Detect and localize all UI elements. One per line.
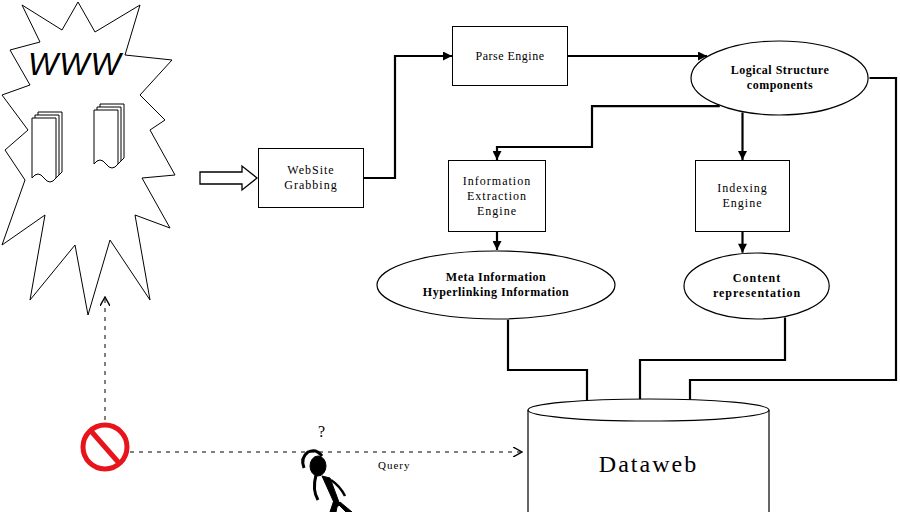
data-ellipse: Content representation bbox=[683, 252, 830, 320]
flow-arrow bbox=[741, 113, 743, 161]
www-cloud: WWW bbox=[0, 0, 178, 318]
node-label: WWW bbox=[28, 44, 122, 84]
query-line bbox=[130, 452, 522, 453]
data-ellipse: Meta Information Hyperlinking Informatio… bbox=[376, 250, 616, 320]
query-label: Query bbox=[378, 459, 411, 471]
node-label: Meta Information Hyperlinking Informatio… bbox=[416, 270, 576, 300]
process-box: WebSite Grabbing bbox=[258, 148, 364, 208]
node-label: Parse Engine bbox=[476, 49, 545, 64]
node-label: WebSite Grabbing bbox=[279, 163, 343, 193]
node-label: Information Extraction Engine bbox=[457, 174, 537, 219]
flow-arrow bbox=[364, 56, 452, 178]
flow-arrow bbox=[568, 55, 707, 57]
process-box: Indexing Engine bbox=[695, 160, 790, 232]
question-mark: ? bbox=[318, 423, 325, 441]
node-label: Logical Structure components bbox=[721, 63, 839, 93]
flow-arrow bbox=[741, 232, 743, 253]
node-label: Indexing Engine bbox=[712, 181, 774, 211]
forbidden-sign bbox=[83, 425, 127, 469]
flow-arrow bbox=[497, 106, 720, 160]
blocked-line bbox=[105, 297, 106, 420]
database-cylinder: Dataweb bbox=[527, 398, 770, 512]
flow-arrow bbox=[690, 78, 896, 421]
data-ellipse: Logical Structure components bbox=[690, 40, 869, 116]
process-box: Information Extraction Engine bbox=[448, 160, 546, 232]
flow-arrow bbox=[200, 166, 257, 190]
flow-arrow bbox=[496, 232, 498, 250]
person-figure bbox=[303, 451, 352, 512]
node-label: Dataweb bbox=[599, 449, 698, 479]
node-label: Content representation bbox=[709, 271, 805, 301]
process-box: Parse Engine bbox=[452, 26, 568, 86]
